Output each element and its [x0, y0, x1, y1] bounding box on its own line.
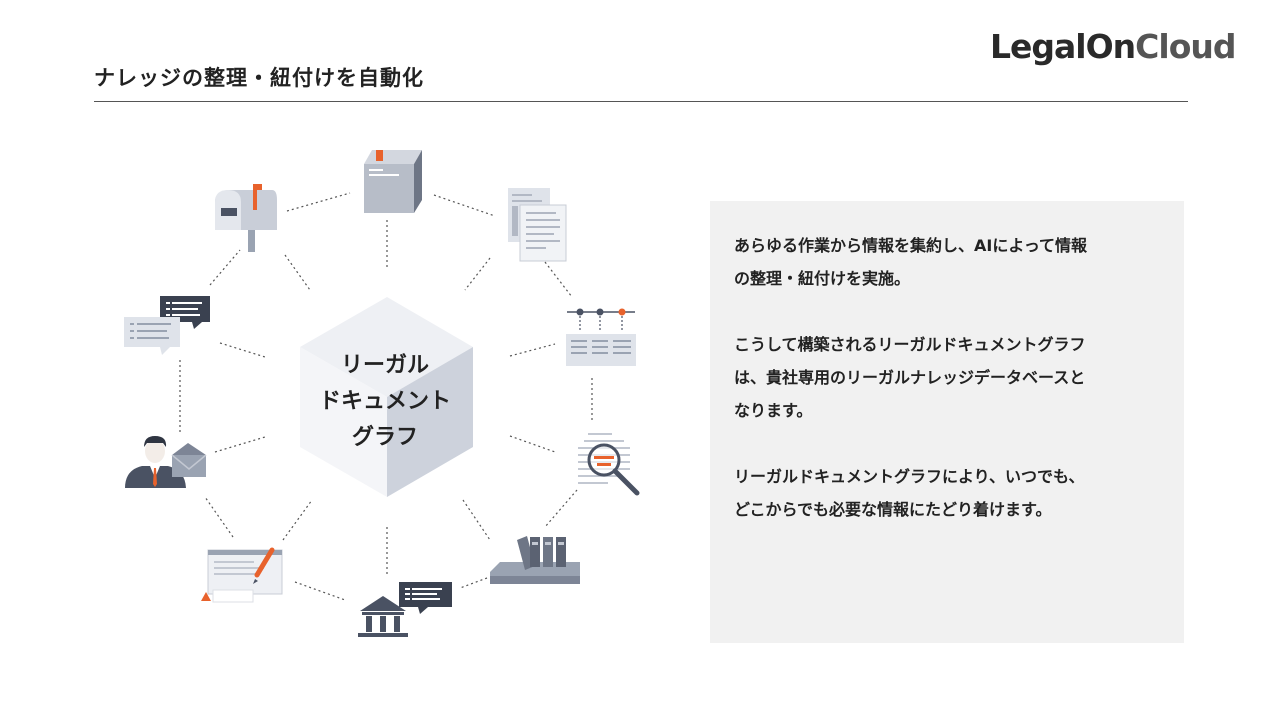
logo-main: LegalOn	[990, 26, 1136, 66]
timeline-icon	[566, 308, 636, 366]
page-title: ナレッジの整理・紐付けを自動化	[94, 66, 424, 90]
document-graph-cube	[300, 297, 473, 497]
center-label-line: リーガル	[340, 353, 429, 378]
center-label-line: ドキュメント	[318, 389, 451, 414]
knowledge-graph-diagram	[124, 150, 640, 637]
courthouse-chat-icon	[358, 582, 452, 637]
magnifier-document-icon	[578, 433, 640, 496]
description-paragraph: リーガルドキュメントグラフにより、いつでも、 どこからでも必要な情報にたどり着け…	[734, 467, 1085, 519]
logo-text: LegalOnCloud	[990, 26, 1237, 66]
mailbox-icon	[215, 184, 277, 252]
person-mail-icon	[125, 436, 207, 488]
connector-lines	[179, 192, 593, 601]
center-label-line: グラフ	[351, 425, 418, 450]
file-folders-icon	[490, 536, 580, 584]
browser-edit-icon	[201, 547, 283, 603]
description-paragraph: こうして構築されるリーガルドキュメントグラフ は、貴社専用のリーガルナレッジデー…	[734, 335, 1086, 420]
logo: LegalOnCloud	[990, 22, 1240, 70]
center-label: リーガル ドキュメント グラフ	[300, 348, 470, 456]
description-panel: あらゆる作業から情報を集約し、AIによって情報 の整理・紐付けを実施。 こうして…	[710, 201, 1184, 643]
chat-bubbles-icon	[124, 296, 210, 355]
description-paragraph: あらゆる作業から情報を集約し、AIによって情報 の整理・紐付けを実施。	[734, 236, 1088, 288]
logo-cloud: Cloud	[1135, 26, 1236, 66]
documents-icon	[508, 188, 567, 262]
binder-icon	[364, 150, 422, 213]
title-divider	[94, 101, 1188, 102]
